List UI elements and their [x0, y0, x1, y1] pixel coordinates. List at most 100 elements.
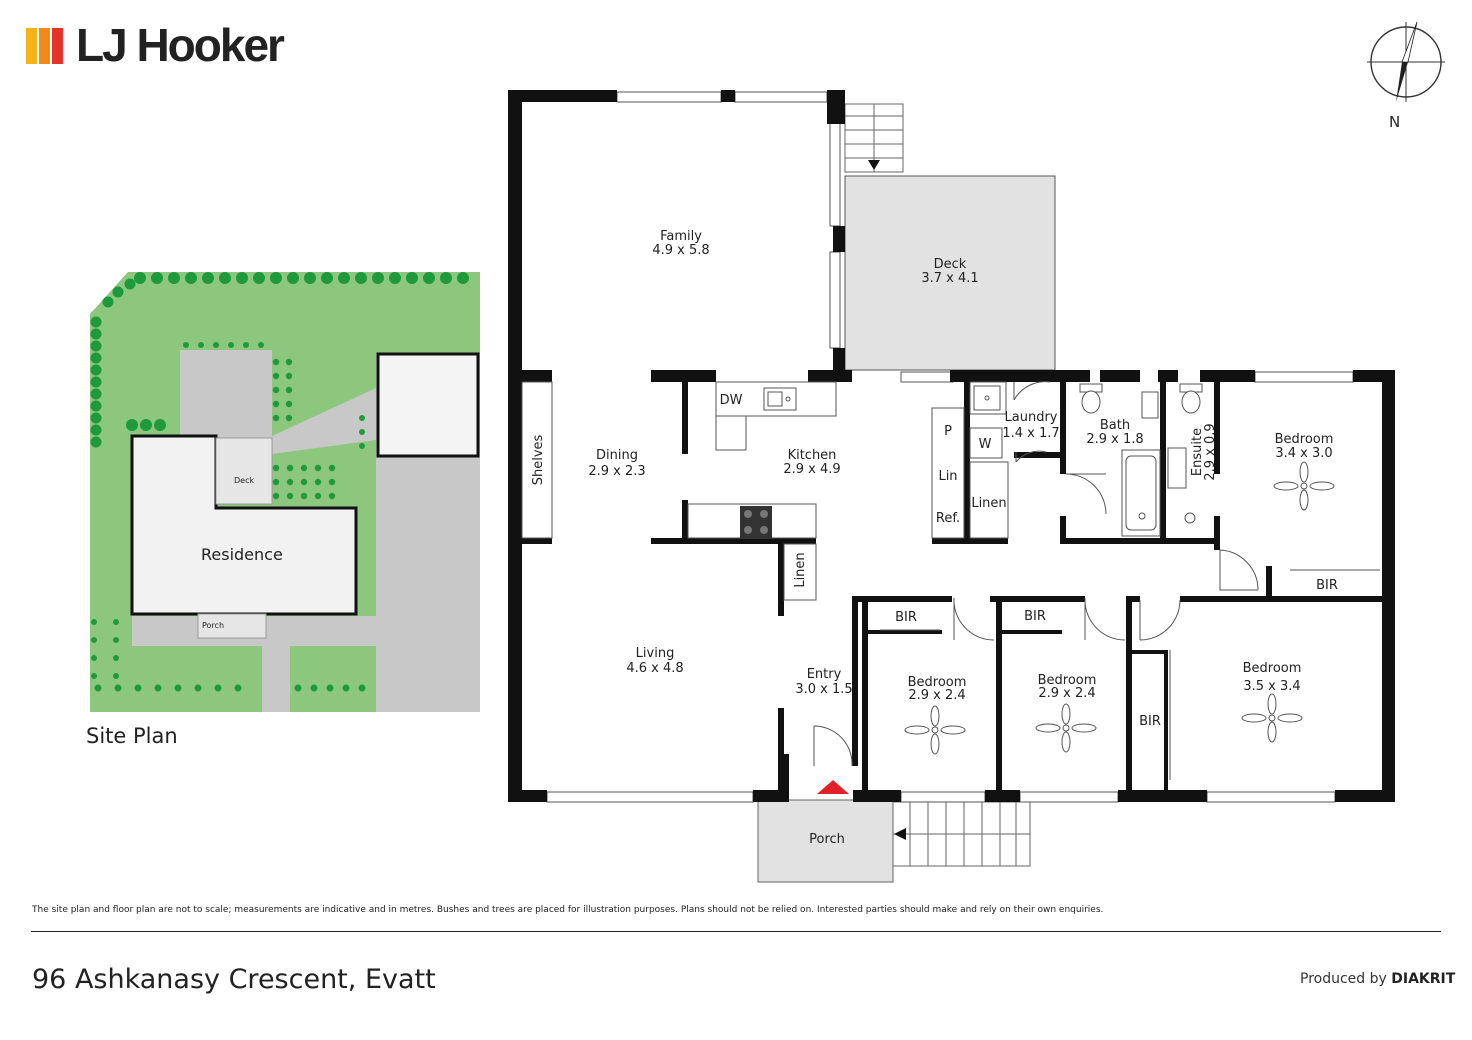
tree-icon: [236, 272, 248, 284]
tree-icon: [286, 492, 294, 500]
tree-icon: [359, 429, 365, 435]
room-family-name: Family: [660, 229, 702, 244]
tree-icon: [328, 478, 336, 486]
room-bedroom1-dims: 3.4 x 3.0: [1275, 446, 1332, 461]
tree-icon: [272, 478, 280, 486]
room-bedroom3-dims: 2.9 x 2.4: [1038, 686, 1095, 701]
tree-icon: [114, 684, 122, 692]
tree-icon: [90, 364, 102, 376]
logo-bar-red: [52, 28, 63, 64]
tree-icon: [228, 342, 234, 348]
tree-icon: [272, 400, 280, 408]
tree-icon: [90, 376, 102, 388]
room-bedroom4-dims: 3.5 x 3.4: [1243, 679, 1300, 694]
tree-icon: [272, 414, 280, 422]
fixture-linen-laundry: Linen: [971, 496, 1006, 511]
tree-icon: [314, 464, 322, 472]
tree-icon: [285, 400, 293, 408]
tree-icon: [423, 272, 435, 284]
tree-icon: [214, 684, 222, 692]
north-compass-icon: N: [1367, 21, 1445, 130]
tree-icon: [90, 340, 102, 352]
tree-icon: [304, 272, 316, 284]
site-path-front: [262, 638, 290, 712]
fixture-lin: Lin: [938, 469, 957, 484]
tree-icon: [359, 443, 365, 449]
room-kitchen-name: Kitchen: [788, 448, 837, 463]
room-bedroom2-dims: 2.9 x 2.4: [908, 688, 965, 703]
tree-icon: [113, 673, 119, 679]
site-trees: [90, 272, 469, 692]
site-plan-title: Site Plan: [86, 724, 178, 748]
site-porch-label: Porch: [202, 621, 224, 630]
toilet-icon: [1079, 383, 1203, 414]
tree-icon: [328, 464, 336, 472]
tree-icon: [272, 492, 280, 500]
room-ensuite-dims: 2.9 x 0.9: [1203, 423, 1218, 480]
room-laundry-name: Laundry: [1005, 410, 1058, 425]
producer-name: DIAKRIT: [1391, 971, 1456, 987]
room-bath-name: Bath: [1100, 418, 1130, 433]
ceiling-fan-icon: [1273, 461, 1335, 511]
tree-icon: [287, 272, 299, 284]
door-swings: [813, 381, 1380, 780]
tree-icon: [358, 684, 366, 692]
tree-icon: [90, 424, 102, 436]
site-paving-top: [180, 350, 272, 440]
room-living-dims: 4.6 x 4.8: [626, 661, 683, 676]
tree-icon: [243, 342, 249, 348]
tree-icon: [185, 272, 197, 284]
room-bedroom3-name: Bedroom: [1038, 673, 1097, 688]
cooktop-icon: [740, 506, 772, 538]
fixture-linen-hall: Linen: [793, 552, 808, 587]
brand-name: LJ Hooker: [76, 19, 285, 71]
tree-icon: [202, 272, 214, 284]
property-address: 96 Ashkanasy Crescent, Evatt: [32, 964, 436, 995]
porch-stairs-arrow-icon: [894, 828, 906, 840]
tree-icon: [102, 296, 114, 308]
tree-icon: [285, 414, 293, 422]
fixture-ref: Ref.: [936, 511, 960, 526]
room-deck-dims: 3.7 x 4.1: [921, 271, 978, 286]
fixture-bir-bed1: BIR: [1316, 578, 1338, 593]
tree-icon: [286, 464, 294, 472]
room-deck-name: Deck: [934, 257, 967, 272]
floor-plan: Family 4.9 x 5.8 Deck 3.7 x 4.1 Dining 2…: [508, 90, 1395, 883]
tree-icon: [328, 492, 336, 500]
tree-icon: [94, 684, 102, 692]
tree-icon: [406, 272, 418, 284]
room-ensuite-name: Ensuite: [1190, 428, 1205, 476]
tree-icon: [198, 342, 204, 348]
tree-icon: [314, 478, 322, 486]
kitchen-sink-icon: [763, 387, 797, 411]
site-shed: [376, 352, 480, 458]
fixture-bir-bed3: BIR: [1024, 609, 1046, 624]
room-dining-name: Dining: [596, 448, 638, 463]
deck-stairs-arrow-icon: [868, 160, 880, 170]
ceiling-fan-icon: [1035, 703, 1097, 753]
tree-icon: [310, 684, 318, 692]
tree-icon: [126, 419, 138, 431]
room-bedroom2-name: Bedroom: [908, 675, 967, 690]
tree-icon: [91, 637, 97, 643]
tree-icon: [457, 272, 469, 284]
room-kitchen-dims: 2.9 x 4.9: [783, 462, 840, 477]
room-bath-dims: 2.9 x 1.8: [1086, 432, 1143, 447]
site-path-diagonal: [272, 388, 376, 454]
fixture-bir-bed4: BIR: [1139, 714, 1161, 729]
tree-icon: [113, 655, 119, 661]
produced-by: Produced by DIAKRIT: [1300, 971, 1455, 987]
tree-icon: [326, 684, 334, 692]
site-residence: [130, 434, 358, 616]
front-door-marker-icon: [817, 780, 849, 794]
room-dining-dims: 2.9 x 2.3: [588, 464, 645, 479]
tree-icon: [90, 436, 102, 448]
deck-area: [844, 175, 1056, 371]
tree-icon: [91, 673, 97, 679]
tree-icon: [359, 415, 365, 421]
tree-icon: [372, 272, 384, 284]
walls: [508, 90, 1395, 802]
room-entry-name: Entry: [807, 667, 842, 682]
tree-icon: [389, 272, 401, 284]
tree-icon: [342, 684, 350, 692]
